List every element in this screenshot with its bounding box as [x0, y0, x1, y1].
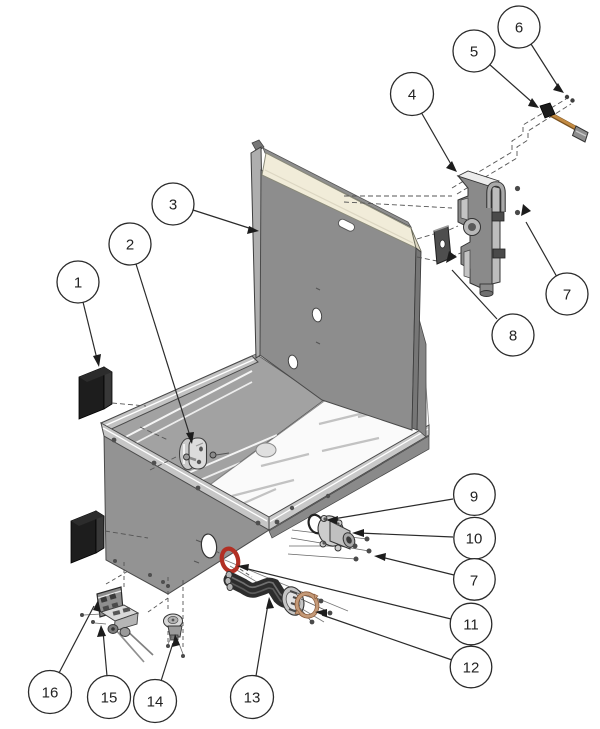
- svg-text:8: 8: [509, 327, 517, 344]
- svg-text:7: 7: [563, 286, 571, 303]
- svg-text:3: 3: [169, 196, 177, 213]
- svg-text:6: 6: [515, 19, 523, 36]
- svg-text:16: 16: [42, 684, 59, 701]
- svg-text:15: 15: [101, 689, 118, 706]
- svg-text:13: 13: [244, 689, 261, 706]
- svg-text:1: 1: [74, 274, 82, 291]
- svg-text:7: 7: [470, 572, 478, 589]
- svg-text:12: 12: [463, 659, 480, 676]
- svg-text:11: 11: [463, 616, 479, 633]
- svg-text:2: 2: [126, 236, 134, 253]
- svg-text:4: 4: [408, 86, 416, 103]
- svg-text:9: 9: [470, 488, 478, 505]
- svg-text:10: 10: [466, 530, 483, 547]
- svg-text:5: 5: [470, 43, 478, 60]
- svg-text:14: 14: [147, 693, 164, 710]
